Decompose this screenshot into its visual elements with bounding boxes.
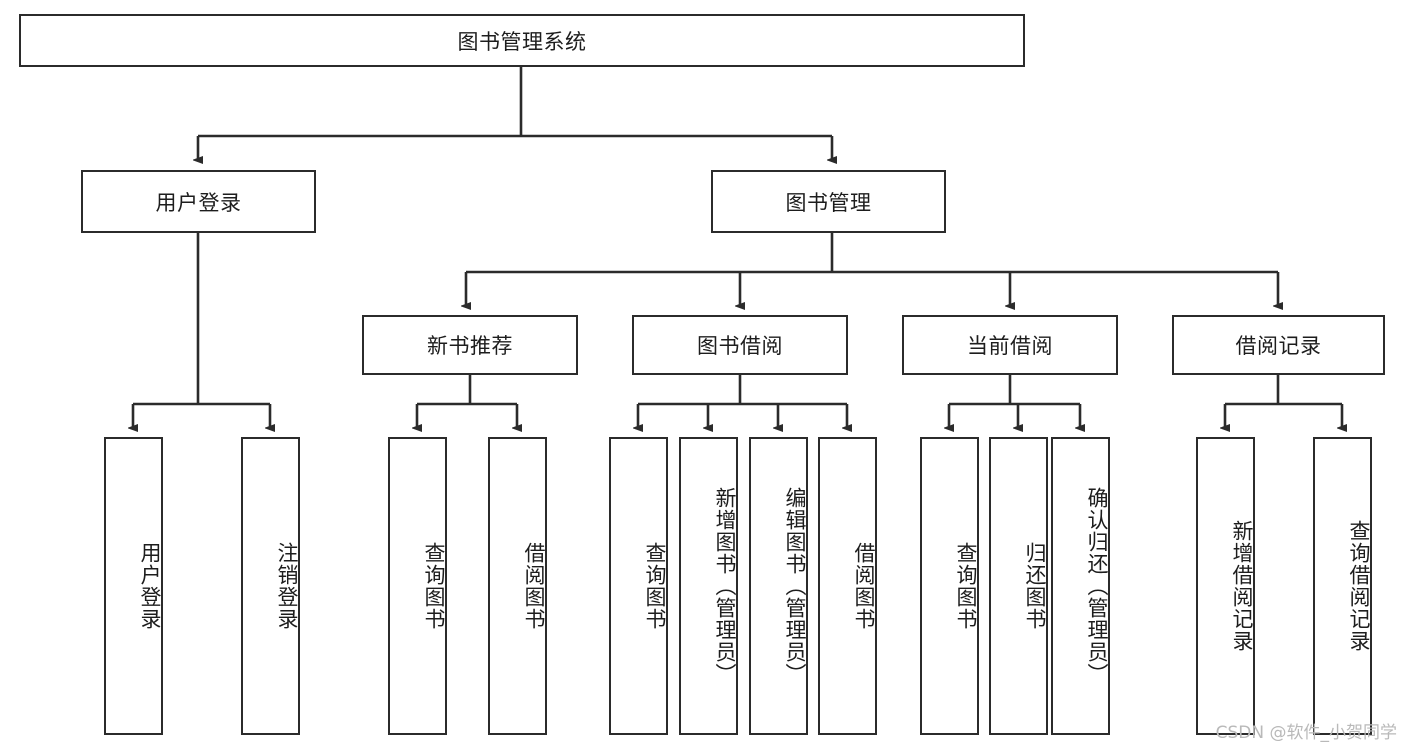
node-root-label: 图书管理系统 (457, 29, 587, 54)
node-book-management[interactable]: 图书管理 (711, 170, 946, 233)
leaf-label: 确认归还（管理员） (1085, 487, 1109, 685)
leaf-label: 用户登录 (138, 542, 162, 630)
leaf-user-login-login[interactable]: 用户登录 (104, 437, 163, 735)
watermark: CSDN @软件_小贺同学 (1215, 723, 1397, 743)
leaf-label: 查询图书 (954, 542, 978, 630)
leaf-borrow-edit-book-admin[interactable]: 编辑图书（管理员） (749, 437, 808, 735)
leaf-current-return-book[interactable]: 归还图书 (989, 437, 1048, 735)
node-root[interactable]: 图书管理系统 (19, 14, 1025, 67)
leaf-label: 编辑图书（管理员） (783, 487, 807, 685)
node-borrow-record[interactable]: 借阅记录 (1172, 315, 1385, 375)
leaf-user-login-logout[interactable]: 注销登录 (241, 437, 300, 735)
node-book-borrow[interactable]: 图书借阅 (632, 315, 848, 375)
leaf-label: 查询借阅记录 (1347, 520, 1371, 652)
leaf-borrow-borrow-book[interactable]: 借阅图书 (818, 437, 877, 735)
node-user-login-label: 用户登录 (155, 190, 242, 215)
node-book-management-label: 图书管理 (785, 190, 872, 215)
node-borrow-record-label: 借阅记录 (1235, 334, 1322, 358)
leaf-recommend-borrow-book[interactable]: 借阅图书 (488, 437, 547, 735)
node-current-borrow-label: 当前借阅 (967, 334, 1053, 358)
leaf-label: 借阅图书 (522, 542, 546, 630)
leaf-current-confirm-return-admin[interactable]: 确认归还（管理员） (1051, 437, 1110, 735)
leaf-record-query-record[interactable]: 查询借阅记录 (1313, 437, 1372, 735)
node-user-login[interactable]: 用户登录 (81, 170, 316, 233)
node-book-borrow-label: 图书借阅 (697, 334, 783, 358)
node-current-borrow[interactable]: 当前借阅 (902, 315, 1118, 375)
node-new-book-recommend-label: 新书推荐 (427, 334, 513, 358)
node-new-book-recommend[interactable]: 新书推荐 (362, 315, 578, 375)
leaf-label: 归还图书 (1023, 542, 1047, 630)
leaf-record-add-record[interactable]: 新增借阅记录 (1196, 437, 1255, 735)
leaf-label: 查询图书 (422, 542, 446, 630)
leaf-label: 查询图书 (643, 542, 667, 630)
leaf-recommend-query-book[interactable]: 查询图书 (388, 437, 447, 735)
leaf-borrow-query-book[interactable]: 查询图书 (609, 437, 668, 735)
leaf-borrow-add-book-admin[interactable]: 新增图书（管理员） (679, 437, 738, 735)
leaf-label: 注销登录 (275, 542, 299, 630)
leaf-label: 新增借阅记录 (1230, 520, 1254, 652)
leaf-label: 借阅图书 (852, 542, 876, 630)
leaf-label: 新增图书（管理员） (713, 487, 737, 685)
leaf-current-query-book[interactable]: 查询图书 (920, 437, 979, 735)
